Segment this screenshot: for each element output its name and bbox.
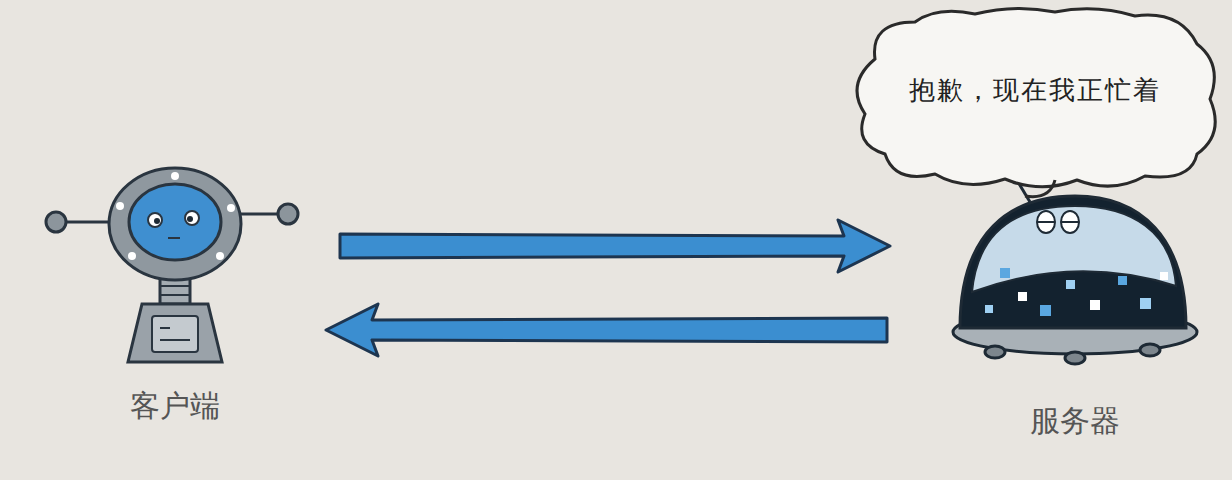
client-robot [46, 168, 298, 362]
cloud-path [857, 8, 1215, 186]
speech-bubble: 抱歉，现在我正忙着 [845, 4, 1225, 196]
arrow-body [326, 304, 887, 356]
server-robot [953, 175, 1197, 364]
message-arrow [340, 220, 890, 272]
arrow-body [340, 220, 890, 272]
server-node: 服务器 [945, 180, 1205, 442]
message-arrow [326, 304, 887, 356]
node-label: 服务器 [1030, 401, 1120, 442]
node-label: 客户端 [130, 386, 220, 427]
cloud-tail [1025, 180, 1055, 197]
speech-text: 抱歉，现在我正忙着 [909, 73, 1161, 108]
client-node: 客户端 [40, 165, 310, 427]
